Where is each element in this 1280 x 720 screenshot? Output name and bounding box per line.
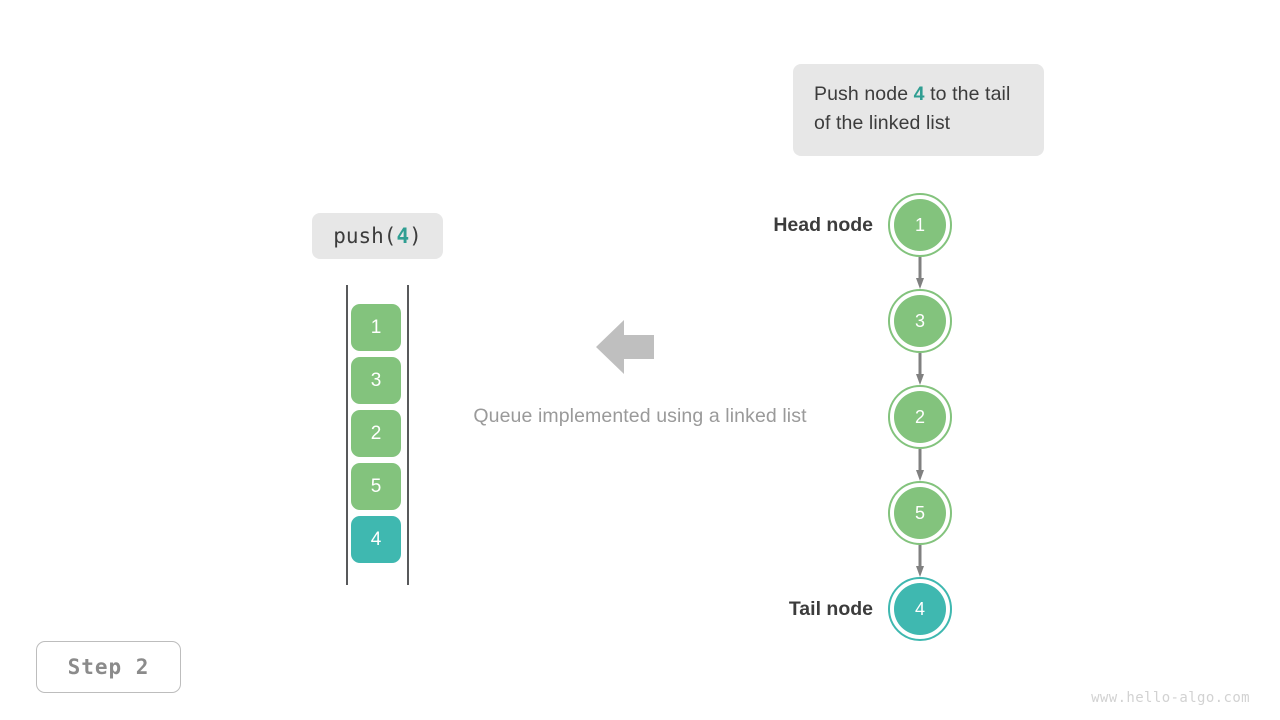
head-node-label: Head node [773, 214, 873, 236]
queue-box: 5 [351, 463, 401, 510]
operation-name: push( [333, 224, 397, 248]
linked-list-node-value: 3 [894, 295, 946, 347]
link-arrow-icon [916, 449, 924, 481]
queue-box: 4 [351, 516, 401, 563]
link-arrow-icon [916, 353, 924, 385]
linked-list-row: 1 [888, 193, 952, 289]
operation-bubble: push(4) [312, 213, 443, 259]
operation-argument: 4 [396, 224, 410, 248]
linked-list-row: 2 [888, 385, 952, 481]
queue-rail-right [407, 285, 409, 585]
linked-list: 1 3 2 [888, 193, 952, 643]
operation-close-paren: ) [409, 224, 422, 248]
linked-list-node: 2 [888, 385, 952, 449]
linked-list-node-value: 5 [894, 487, 946, 539]
step-badge: Step 2 [36, 641, 181, 693]
center-caption: Queue implemented using a linked list [473, 405, 807, 427]
linked-list-node: 3 [888, 289, 952, 353]
linked-list-node: 5 [888, 481, 952, 545]
description-bubble: Push node 4 to the tail of the linked li… [793, 64, 1044, 156]
linked-list-row: 5 [888, 481, 952, 577]
linked-list-node-value: 2 [894, 391, 946, 443]
description-highlight-value: 4 [913, 83, 925, 105]
link-arrow-icon [916, 257, 924, 289]
description-suffix: to the tail of the linked list [814, 83, 1011, 134]
queue-array: 1 3 2 5 4 [346, 285, 409, 585]
linked-list-node: 1 [888, 193, 952, 257]
watermark: www.hello-algo.com [1091, 690, 1250, 706]
linked-list-row: 3 [888, 289, 952, 385]
linked-list-node-value: 1 [894, 199, 946, 251]
queue-box: 3 [351, 357, 401, 404]
description-prefix: Push node [814, 83, 914, 105]
tail-node-label: Tail node [788, 598, 873, 620]
queue-box: 1 [351, 304, 401, 351]
link-arrow-icon [916, 545, 924, 577]
queue-box: 2 [351, 410, 401, 457]
queue-box-list: 1 3 2 5 4 [351, 304, 401, 569]
linked-list-row: 4 [888, 577, 952, 673]
left-arrow-icon [596, 320, 654, 374]
queue-rail-left [346, 285, 348, 585]
linked-list-node: 4 [888, 577, 952, 641]
linked-list-node-value: 4 [894, 583, 946, 635]
